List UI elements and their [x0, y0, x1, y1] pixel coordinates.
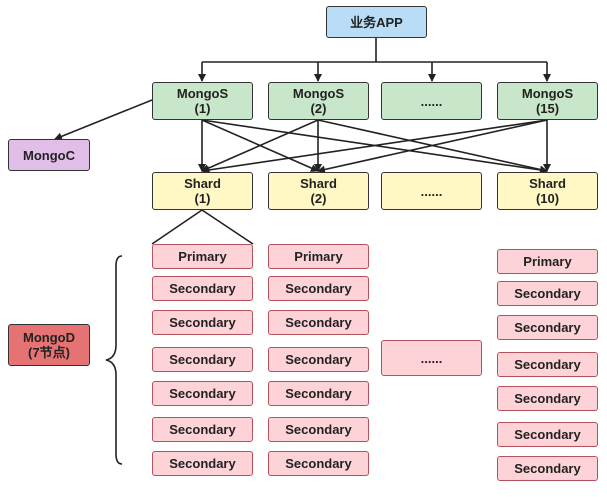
- node-label: Secondary: [285, 386, 352, 401]
- app-label: 业务APP: [350, 14, 403, 30]
- node-label: Secondary: [285, 352, 352, 367]
- replica-node: Secondary: [268, 451, 369, 476]
- replica-node: Secondary: [152, 381, 253, 406]
- mongos-to-mongoc-arrow: [54, 99, 153, 141]
- mongod-title: MongoD: [23, 330, 75, 345]
- shard-sub: (10): [535, 191, 560, 206]
- shard-title: Shard: [529, 176, 566, 191]
- node-label: Secondary: [514, 391, 581, 406]
- node-label: Secondary: [169, 386, 236, 401]
- mongos-to-shard-arrow: [317, 119, 548, 174]
- mongos-sub: (2): [310, 101, 327, 116]
- mongos-title: MongoS: [292, 86, 345, 101]
- shard-title: Shard: [300, 176, 337, 191]
- replica-node: Primary: [497, 249, 598, 274]
- replica-node: Secondary: [152, 310, 253, 335]
- node-label: Secondary: [514, 357, 581, 372]
- shard-sub: (2): [310, 191, 327, 206]
- replica-node: Secondary: [497, 352, 598, 377]
- mongos-box-1: MongoS (1): [152, 82, 253, 120]
- node-label: Secondary: [169, 315, 236, 330]
- shard-box-1: Shard (1): [152, 172, 253, 210]
- node-label: Secondary: [514, 461, 581, 476]
- mongos-title: MongoS: [521, 86, 574, 101]
- mongos-box-2: MongoS (2): [268, 82, 369, 120]
- replica-node: Secondary: [268, 347, 369, 372]
- replica-node: Secondary: [497, 386, 598, 411]
- replica-node-ellipsis: ......: [381, 340, 482, 376]
- node-label: Primary: [294, 249, 343, 264]
- replica-node: Secondary: [152, 451, 253, 476]
- replica-node: Secondary: [268, 381, 369, 406]
- replica-node: Secondary: [497, 422, 598, 447]
- shard-box-2: Shard (2): [268, 172, 369, 210]
- shard-fan-line: [151, 209, 203, 245]
- replica-node: Secondary: [268, 310, 369, 335]
- node-label: Primary: [178, 249, 227, 264]
- node-label: Secondary: [169, 281, 236, 296]
- node-label: Secondary: [514, 320, 581, 335]
- replica-node: Primary: [152, 244, 253, 269]
- mongod-box: MongoD (7节点): [8, 324, 90, 366]
- mongoc-box: MongoC: [8, 139, 90, 171]
- replica-node: Secondary: [152, 417, 253, 442]
- node-label: Primary: [523, 254, 572, 269]
- node-label: Secondary: [514, 286, 581, 301]
- mongos-title: MongoS: [176, 86, 229, 101]
- mongos-title: ......: [420, 93, 443, 109]
- shard-title: ......: [420, 183, 443, 199]
- mongod-sub: (7节点): [28, 345, 70, 360]
- node-label: Secondary: [169, 422, 236, 437]
- shard-title: Shard: [184, 176, 221, 191]
- node-label: Secondary: [514, 427, 581, 442]
- node-label: Secondary: [285, 281, 352, 296]
- node-label: Secondary: [169, 456, 236, 471]
- node-label: ......: [420, 350, 443, 366]
- replica-node: Secondary: [268, 276, 369, 301]
- node-label: Secondary: [285, 456, 352, 471]
- mongod-brace: [105, 255, 123, 465]
- replica-node: Secondary: [268, 417, 369, 442]
- shard-box-10: Shard (10): [497, 172, 598, 210]
- mongos-sub: (1): [194, 101, 211, 116]
- shard-box-ellipsis: ......: [381, 172, 482, 210]
- mongoc-label: MongoC: [23, 147, 75, 163]
- replica-node: Primary: [268, 244, 369, 269]
- shard-fan-line: [201, 209, 254, 245]
- replica-node: Secondary: [497, 281, 598, 306]
- replica-node: Secondary: [152, 347, 253, 372]
- mongos-box-15: MongoS (15): [497, 82, 598, 120]
- mongos-sub: (15): [535, 101, 560, 116]
- replica-node: Secondary: [497, 456, 598, 481]
- node-label: Secondary: [285, 422, 352, 437]
- node-label: Secondary: [285, 315, 352, 330]
- mongos-to-shard-arrow: [201, 119, 319, 172]
- app-box: 业务APP: [326, 6, 427, 38]
- replica-node: Secondary: [152, 276, 253, 301]
- replica-node: Secondary: [497, 315, 598, 340]
- node-label: Secondary: [169, 352, 236, 367]
- mongos-box-ellipsis: ......: [381, 82, 482, 120]
- shard-sub: (1): [194, 191, 211, 206]
- mongos-to-shard-arrow: [201, 119, 548, 174]
